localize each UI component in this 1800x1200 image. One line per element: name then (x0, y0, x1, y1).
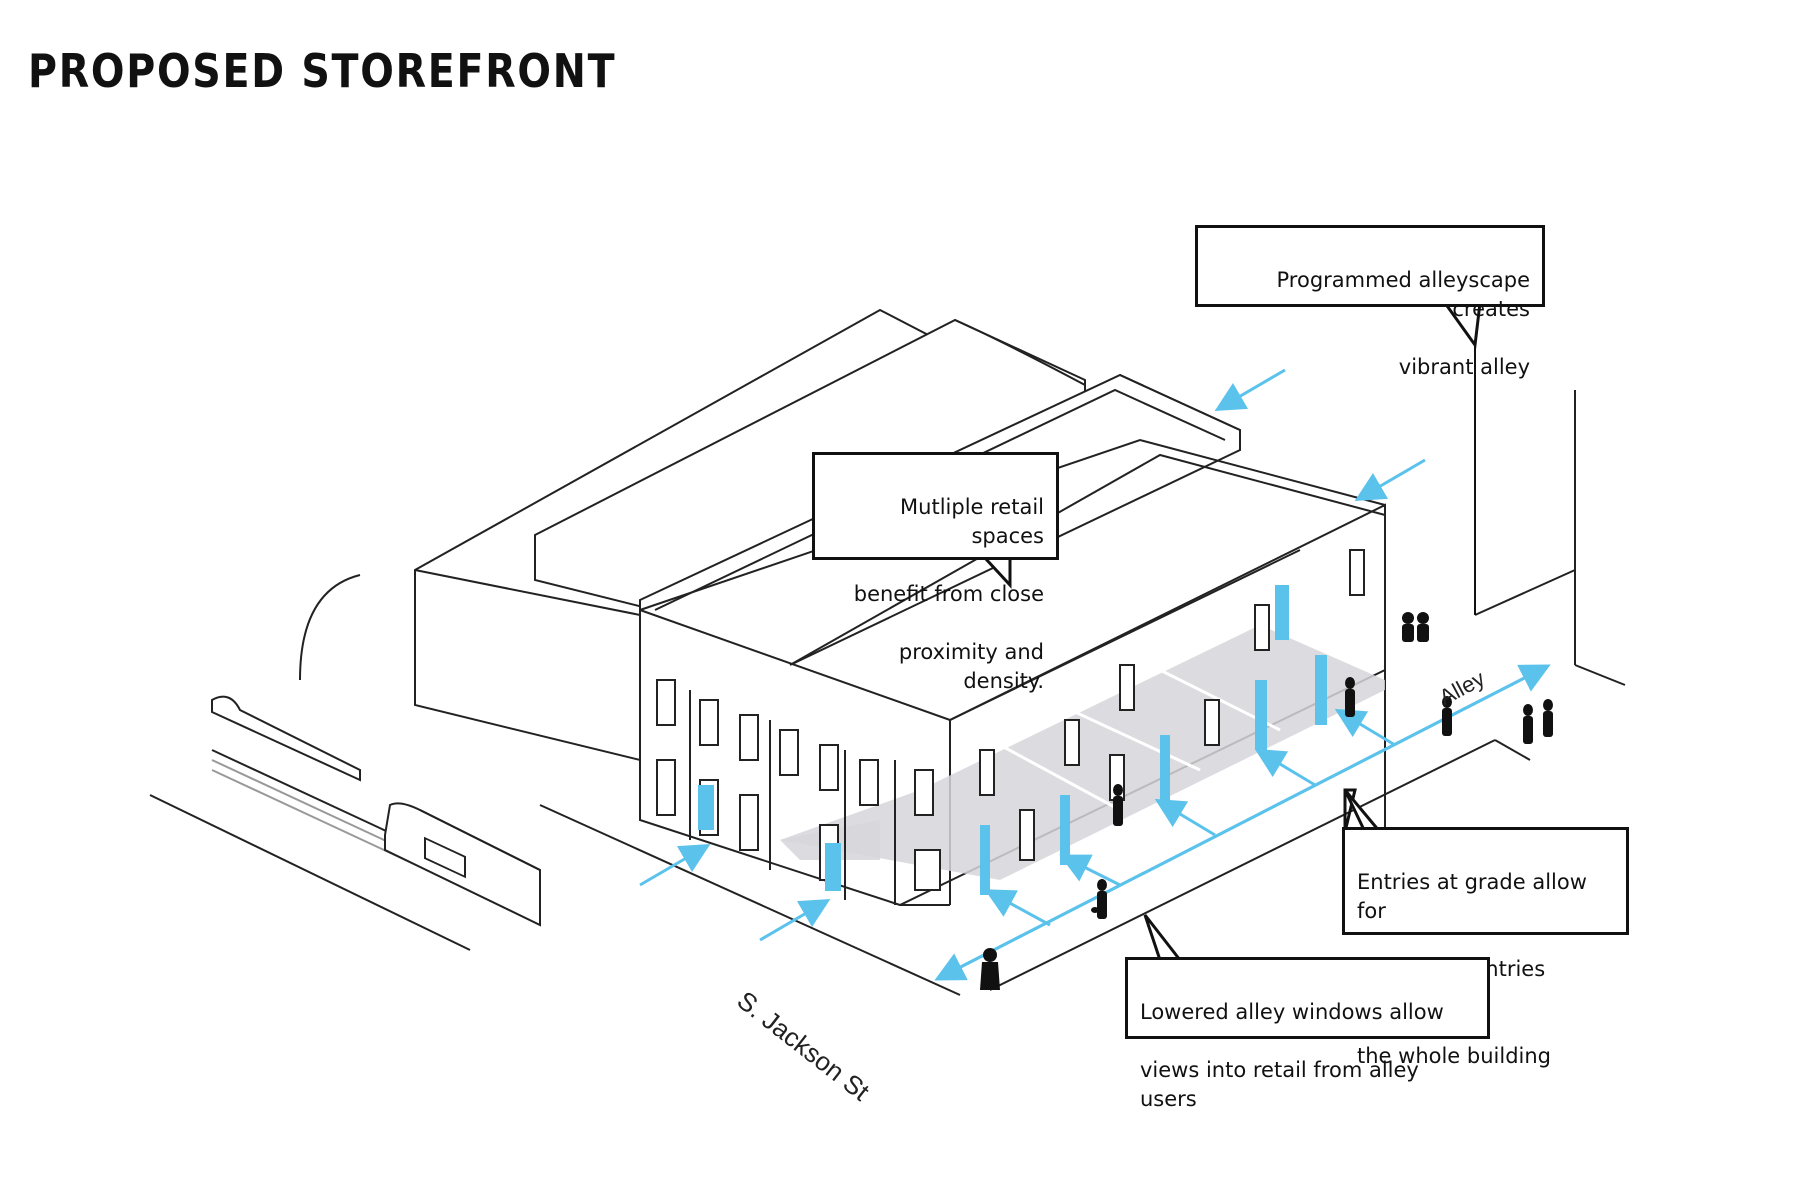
callout-windows: Lowered alley windows allow views into r… (1125, 957, 1490, 1111)
train (211, 695, 541, 927)
callout-retail: Mutliple retail spaces benefit from clos… (812, 452, 1059, 693)
callout-entries-line-3: the whole building (1357, 1044, 1552, 1068)
alley-arrow (934, 664, 1551, 981)
callout-retail-line-1: Mutliple retail spaces (900, 495, 1044, 548)
rear-building (414, 308, 1086, 762)
people (980, 612, 1553, 990)
callout-alleyscape: Programmed alleyscape creates vibrant al… (1195, 225, 1545, 379)
entry-arrows (639, 368, 1426, 942)
page-title: PROPOSED STOREFRONT (28, 44, 617, 98)
callout-entries-line-1: Entries at grade allow for (1357, 870, 1587, 923)
front-building (639, 438, 1386, 907)
callout-retail-line-2: benefit from close (853, 582, 1044, 606)
callout-entries: Entries at grade allow for accessible en… (1342, 827, 1629, 1068)
callout-alleyscape-line-1: Programmed alleyscape creates (1276, 268, 1530, 321)
callout-windows-line-2: views into retail from alley users (1140, 1058, 1419, 1111)
street-lines (149, 574, 1531, 996)
callout-retail-line-3: proximity and density. (898, 640, 1044, 693)
callout-windows-line-1: Lowered alley windows allow (1140, 1000, 1444, 1024)
callout-pointers (983, 302, 1482, 961)
retail-floor (780, 625, 1385, 880)
callout-alleyscape-line-2: vibrant alley (1398, 355, 1530, 379)
blue-glazing (698, 585, 1327, 895)
facade-windows (656, 679, 941, 905)
